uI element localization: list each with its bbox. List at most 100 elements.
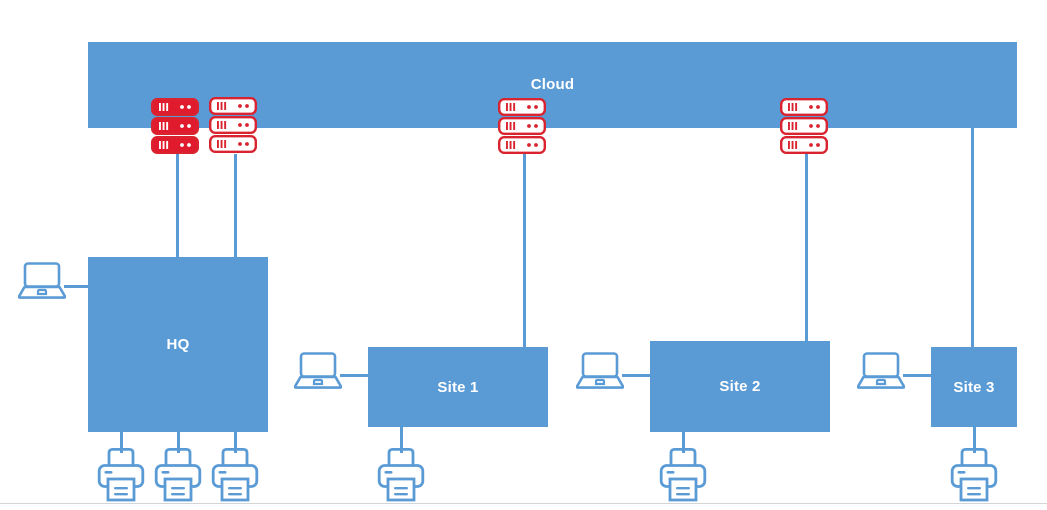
laptop-site-2[interactable]	[576, 351, 624, 389]
printer-hq-1[interactable]	[97, 447, 145, 503]
link-laptop-site2	[622, 374, 652, 377]
printer-indicator-icon	[161, 471, 170, 474]
server-bar-icon	[224, 102, 227, 110]
laptop-trackpad-icon	[594, 378, 606, 386]
link-hq-printer-2	[177, 431, 180, 453]
site-1-box[interactable]: Site 1	[368, 347, 548, 427]
server-bar-icon	[159, 141, 161, 149]
server-bar-icon	[788, 103, 790, 111]
printer-indicator-icon	[384, 471, 393, 474]
server-bar-icon	[224, 140, 227, 148]
server-led-icon	[809, 143, 813, 147]
laptop-trackpad-icon	[36, 288, 48, 296]
server-led-icon	[187, 124, 191, 128]
printer-site-2[interactable]	[659, 447, 707, 503]
laptop-base-icon	[294, 375, 342, 389]
server-bar-icon	[220, 102, 223, 110]
server-rack-site-1[interactable]	[498, 98, 546, 154]
printer-output-sheet-icon	[220, 477, 250, 502]
server-bar-icon	[217, 140, 219, 148]
server-led-icon	[245, 142, 249, 146]
server-led-icon	[187, 143, 191, 147]
printer-site-1[interactable]	[377, 447, 425, 503]
server-led-icon	[238, 123, 242, 127]
laptop-base-icon	[857, 375, 905, 389]
link-rack2-to-hq	[234, 154, 237, 258]
server-bar-icon	[795, 141, 798, 149]
server-led-icon	[245, 104, 249, 108]
laptop-base-icon	[18, 285, 66, 299]
link-hq-printer-1	[120, 431, 123, 453]
server-led-icon	[527, 124, 531, 128]
link-hq-printer-3	[234, 431, 237, 453]
laptop-hq[interactable]	[18, 261, 66, 299]
server-bar-icon	[795, 122, 798, 130]
server-bar-icon	[513, 141, 516, 149]
hq-label: HQ	[166, 336, 190, 353]
cloud-region[interactable]: Cloud	[88, 42, 1017, 128]
server-led-icon	[534, 105, 538, 109]
link-laptop-hq	[64, 285, 90, 288]
server-bar-icon	[788, 122, 790, 130]
server-bar-icon	[509, 141, 512, 149]
server-rack-site-2[interactable]	[780, 98, 828, 154]
printer-sheet-line-icon	[394, 493, 408, 496]
server-led-icon	[816, 124, 820, 128]
printer-paper-tray-icon	[669, 448, 697, 466]
printer-sheet-line-icon	[394, 487, 408, 490]
server-rack-hq-secondary[interactable]	[209, 97, 257, 153]
link-rack4-to-site2	[805, 154, 808, 342]
printer-output-sheet-icon	[163, 477, 193, 502]
laptop-screen-icon	[581, 352, 619, 378]
link-rack1-to-hq	[176, 154, 179, 258]
printer-output-sheet-icon	[959, 477, 989, 502]
server-bar-icon	[162, 141, 165, 149]
site-2-box[interactable]: Site 2	[650, 341, 830, 432]
laptop-trackpad-icon	[875, 378, 887, 386]
server-bar-icon	[220, 121, 223, 129]
server-bar-icon	[162, 103, 165, 111]
link-site1-printer	[400, 426, 403, 453]
printer-sheet-line-icon	[171, 493, 185, 496]
server-bar-icon	[795, 103, 798, 111]
laptop-site-1[interactable]	[294, 351, 342, 389]
server-bar-icon	[791, 103, 794, 111]
server-led-icon	[809, 124, 813, 128]
bottom-divider	[0, 503, 1047, 504]
server-led-icon	[534, 124, 538, 128]
server-led-icon	[527, 105, 531, 109]
server-bar-icon	[506, 141, 508, 149]
server-led-icon	[187, 105, 191, 109]
printer-output-sheet-icon	[386, 477, 416, 502]
server-bar-icon	[162, 122, 165, 130]
server-led-icon	[238, 142, 242, 146]
server-bar-icon	[159, 122, 161, 130]
printer-site-3[interactable]	[950, 447, 998, 503]
printer-sheet-line-icon	[171, 487, 185, 490]
server-bar-icon	[220, 140, 223, 148]
server-bar-icon	[506, 103, 508, 111]
link-laptop-site3	[903, 374, 933, 377]
link-laptop-site1	[340, 374, 370, 377]
printer-hq-2[interactable]	[154, 447, 202, 503]
server-led-icon	[245, 123, 249, 127]
link-cloud-to-site3	[971, 128, 974, 348]
printer-output-sheet-icon	[106, 477, 136, 502]
link-site3-printer	[973, 426, 976, 453]
server-bar-icon	[509, 122, 512, 130]
laptop-site-3[interactable]	[857, 351, 905, 389]
hq-box[interactable]: HQ	[88, 257, 268, 432]
printer-sheet-line-icon	[228, 487, 242, 490]
printer-sheet-line-icon	[967, 487, 981, 490]
printer-hq-3[interactable]	[211, 447, 259, 503]
server-bar-icon	[513, 122, 516, 130]
server-led-icon	[180, 124, 184, 128]
printer-output-sheet-icon	[668, 477, 698, 502]
server-bar-icon	[509, 103, 512, 111]
server-bar-icon	[513, 103, 516, 111]
laptop-screen-icon	[862, 352, 900, 378]
server-led-icon	[816, 143, 820, 147]
server-rack-hq-primary[interactable]	[151, 98, 199, 154]
site-3-box[interactable]: Site 3	[931, 347, 1017, 427]
server-bar-icon	[506, 122, 508, 130]
